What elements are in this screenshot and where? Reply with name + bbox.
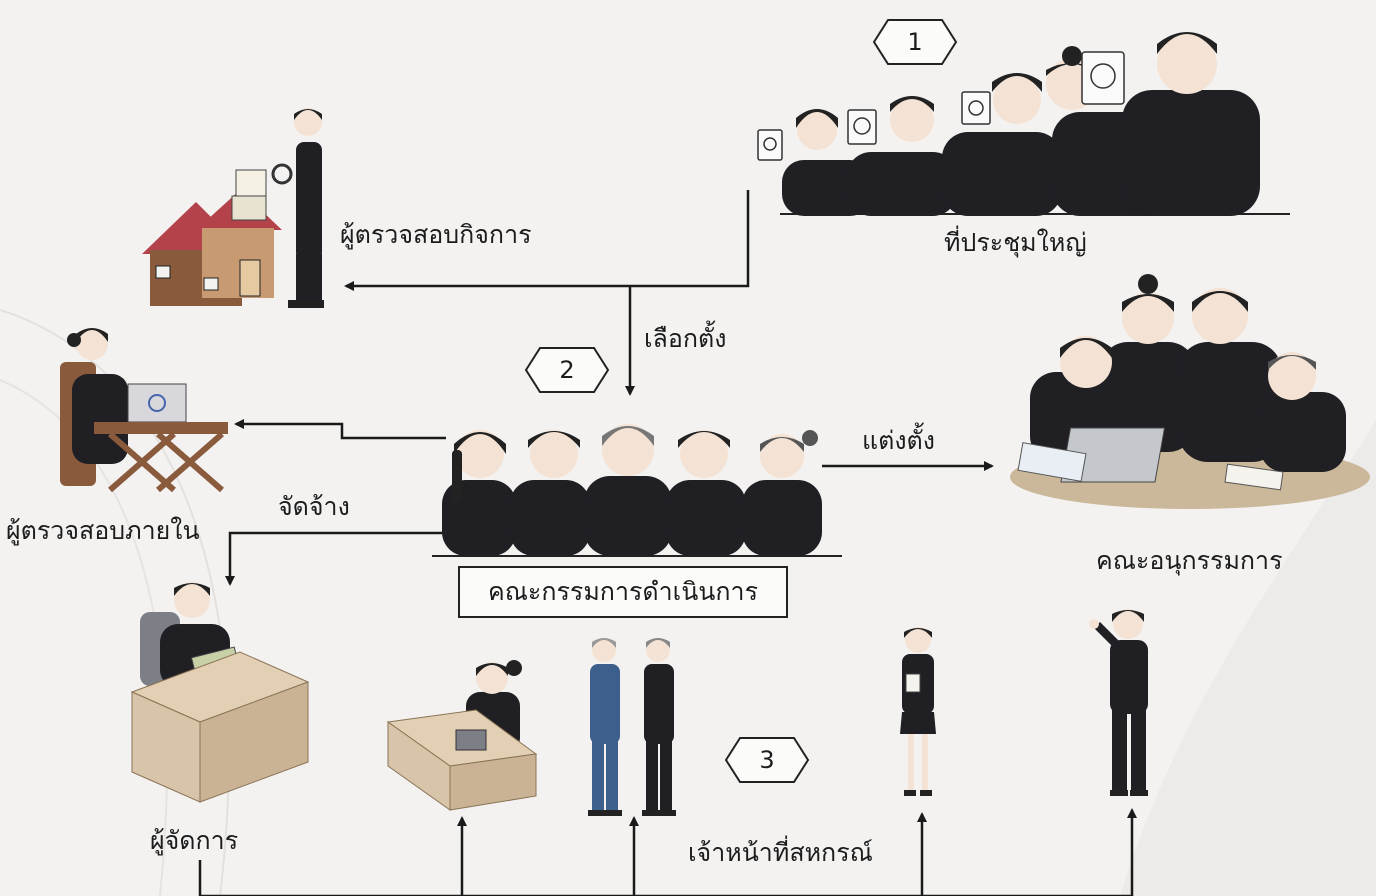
appoint-label: แต่งตั้ง (862, 426, 935, 455)
business-auditor-label: ผู้ตรวจสอบกิจการ (340, 220, 532, 249)
manager-illustration (130, 582, 310, 803)
subcommittee-label: คณะอนุกรรมการ (1096, 546, 1283, 575)
internal-auditor-illustration (60, 328, 228, 493)
board-label-box: คณะกรรมการดำเนินการ (458, 566, 788, 618)
business-auditor-illustration (142, 108, 324, 308)
step-2-badge: 2 (524, 344, 610, 396)
general-meeting-illustration (757, 32, 1290, 216)
staff-man-illustration (1089, 609, 1148, 796)
hire-label: จัดจ้าง (278, 492, 350, 521)
board-label: คณะกรรมการดำเนินการ (487, 577, 759, 606)
elect-label: เลือกตั้ง (644, 324, 727, 353)
board-illustration (432, 424, 842, 557)
staff-woman-illustration (900, 627, 936, 796)
internal-auditor-label: ผู้ตรวจสอบภายใน (6, 516, 200, 545)
step-1-number: 1 (907, 28, 923, 56)
general-meeting-label: ที่ประชุมใหญ่ (944, 228, 1087, 257)
step-3-number: 3 (759, 746, 775, 774)
staff-receptionist-illustration (386, 660, 538, 811)
step-1-badge: 1 (872, 16, 958, 68)
manager-label: ผู้จัดการ (150, 826, 239, 855)
staff-pair-illustration (588, 638, 676, 816)
subcommittee-illustration (1010, 274, 1370, 509)
coop-staff-label: เจ้าหน้าที่สหกรณ์ (688, 838, 873, 867)
step-2-number: 2 (559, 356, 575, 384)
step-3-badge: 3 (724, 734, 810, 786)
